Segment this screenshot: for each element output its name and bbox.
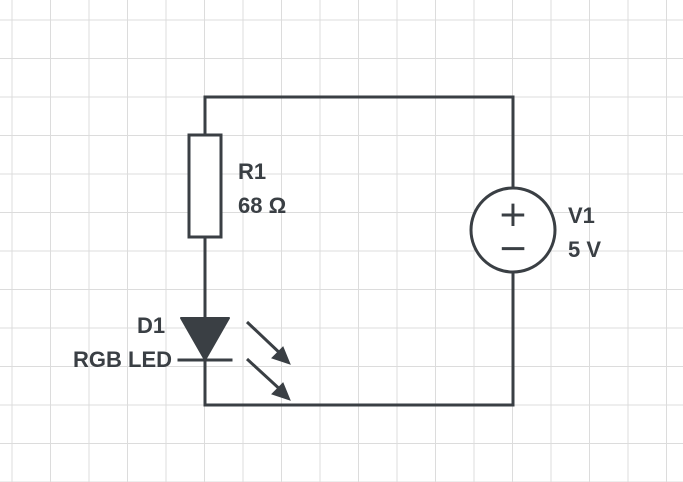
diode-ref-label: D1 <box>137 313 166 338</box>
light-arrow-1 <box>245 320 286 359</box>
light-arrow-2 <box>245 357 286 395</box>
source-value-label: 5 V <box>568 237 602 262</box>
resistor-ref-label: R1 <box>238 159 267 184</box>
resistor-value-label: 68 Ω <box>238 193 287 218</box>
resistor-symbol <box>187 133 223 239</box>
diode-triangle <box>180 317 230 361</box>
diode-value-label: RGB LED <box>73 347 172 372</box>
wire-top <box>203 95 515 190</box>
source-plus-sign: + <box>498 194 528 235</box>
voltage-source-symbol <box>469 186 557 274</box>
light-arrow-1-head <box>271 346 291 365</box>
source-ref-label: V1 <box>568 203 595 228</box>
wire-bottom <box>203 270 515 407</box>
source-minus-sign: − <box>498 228 528 269</box>
led-light-arrows <box>245 320 291 401</box>
light-arrow-2-head <box>271 382 291 401</box>
